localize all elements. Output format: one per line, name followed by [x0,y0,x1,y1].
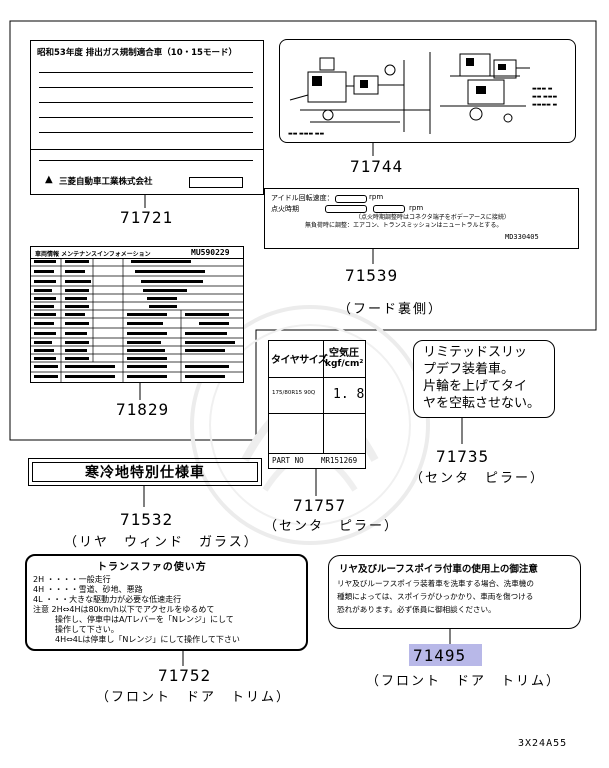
label-71532: 寒冷地特別仕様車 [28,458,262,486]
label-71735-line1: リミテッドスリッ [423,345,528,360]
label-71495-title: リヤ及びルーフスポイラ付車の使用上の御注意 [339,564,538,575]
label-71757-code: MR151269 [321,456,358,465]
label-71744: ▬▬▬ ▬ ▬▬ ▬▬▬ ▬▬▬▬ ▬ ▬▬ ▬▬▬ ▬▬ [279,39,576,143]
label-71752-row7: 4H⇔4Lは停車し「Nレンジ」にして操作して下さい [55,635,240,644]
tire-pressure-value: 1. 8 [333,387,365,402]
label-71735-line2: プデフ装着車。 [423,362,515,377]
label-71539-rpm1: rpm [369,193,384,201]
part-number-71495-highlight[interactable]: 71495 [409,644,482,666]
location-71735: （センタ ピラー） [410,471,546,486]
tire-size-header: タイヤサイズ [271,355,328,366]
tire-pressure-header: 空気圧 [329,348,359,359]
svg-text:▬▬▬ ▬: ▬▬▬ ▬ [532,86,553,92]
maintenance-table-grid [31,258,243,382]
tire-pressure-unit: kgf/cm² [325,359,364,369]
location-71495: （フロント ドア トリム） [366,674,562,689]
location-71752: （フロント ドア トリム） [96,690,292,705]
engine-wiring-diagram: ▬▬▬ ▬ ▬▬ ▬▬▬ ▬▬▬▬ ▬ ▬▬ ▬▬▬ ▬▬ [288,52,557,137]
tire-size-value: 175/80R15 90Q [272,390,316,396]
part-number-71495[interactable]: 71495 [413,646,467,665]
label-71532-text: 寒冷地特別仕様車 [85,465,205,481]
label-71757: タイヤサイズ 空気圧 kgf/cm² 175/80R15 90Q 1. 8 PA… [268,340,366,469]
label-71752-title: トランスファの使い方 [97,562,207,573]
label-71829-code: MU590229 [191,248,230,257]
figure-code: 3X24A55 [518,738,568,749]
label-71735-line4: ヤを空転させない。 [423,396,541,411]
svg-text:▬▬ ▬▬▬ ▬▬: ▬▬ ▬▬▬ ▬▬ [288,131,325,137]
label-71539-note1: （点火時期調整時はコネクタ端子をボデーアースに接続） [355,214,510,221]
location-71532: （リヤ ウィンド ガラス） [64,535,259,550]
label-71721-heading: 昭和53年度 排出ガス規制適合車（10・15モード） [37,48,237,58]
label-71539-code: MD330405 [505,233,539,241]
location-71539: （フード裏側） [338,302,444,317]
label-71539-ignition: 点火時期 [271,205,299,213]
part-number-71757: 71757 [293,496,347,515]
part-number-71721: 71721 [120,208,174,227]
part-number-71532: 71532 [120,510,174,529]
label-71539-idle: アイドル回転速度： [271,194,334,202]
label-71752-row3: 4L ・・・大きな駆動力が必要な低速走行 [33,595,182,604]
label-71752: トランスファの使い方 2H ・・・・一般走行 4H ・・・・雪道、砂地、悪路 4… [25,554,308,651]
label-71752-row5: 操作し、停車中はA/Tレバーを「Nレンジ」にして [55,615,234,624]
label-71735: リミテッドスリッ プデフ装着車。 片輪を上げてタイ ヤを空転させない。 [413,340,555,418]
label-71539: アイドル回転速度： rpm 点火時期 rpm （点火時期調整時はコネクタ端子をボ… [264,188,579,249]
label-71829-heading: 車両情報 メンテナンスインフォメーション [35,251,151,258]
label-71757-part-no: PART NO [272,456,304,465]
label-71752-row1: 2H ・・・・一般走行 [33,575,111,584]
label-71752-row2: 4H ・・・・雪道、砂地、悪路 [33,585,143,594]
svg-text:▬▬▬▬ ▬: ▬▬▬▬ ▬ [532,102,557,108]
part-number-71735: 71735 [436,447,490,466]
part-number-71744: 71744 [350,157,404,176]
location-71757: （センタ ピラー） [264,519,400,534]
label-71495-line3: 恐れがあります。必ず係員に御相談ください。 [337,605,496,614]
svg-text:▬▬ ▬▬▬: ▬▬ ▬▬▬ [532,94,557,100]
mitsubishi-logo-icon: ▲ [45,174,53,185]
part-number-71752: 71752 [158,666,212,685]
label-71752-row4: 注意 2H⇔4Hは80km/h以下でアクセルをゆるめて [33,605,215,614]
label-71721: 昭和53年度 排出ガス規制適合車（10・15モード） ▲ 三菱自動車工業株式会社 [30,40,264,195]
label-71829: 車両情報 メンテナンスインフォメーション MU590229 [30,246,244,383]
label-71495: リヤ及びルーフスポイラ付車の使用上の御注意 リヤ及びルーフスポイラ装着車を洗車す… [328,555,581,629]
label-71539-rpm2: rpm [409,204,424,212]
label-71735-line3: 片輪を上げてタイ [423,379,528,394]
label-71539-note2: 無負荷時に調整：エアコン、トランスミッションはニュートラルとする。 [305,222,503,229]
label-71721-company: 三菱自動車工業株式会社 [59,177,153,187]
label-71495-line1: リヤ及びルーフスポイラ装着車を洗車する場合、洗車機の [337,579,534,588]
label-71495-line2: 種類によっては、スポイラがひっかかり、車両を傷つける [337,592,534,601]
part-number-71539: 71539 [345,266,399,285]
label-71721-blank-box [189,177,243,188]
label-71752-row6: 操作して下さい。 [55,625,119,634]
part-number-71829: 71829 [116,400,170,419]
